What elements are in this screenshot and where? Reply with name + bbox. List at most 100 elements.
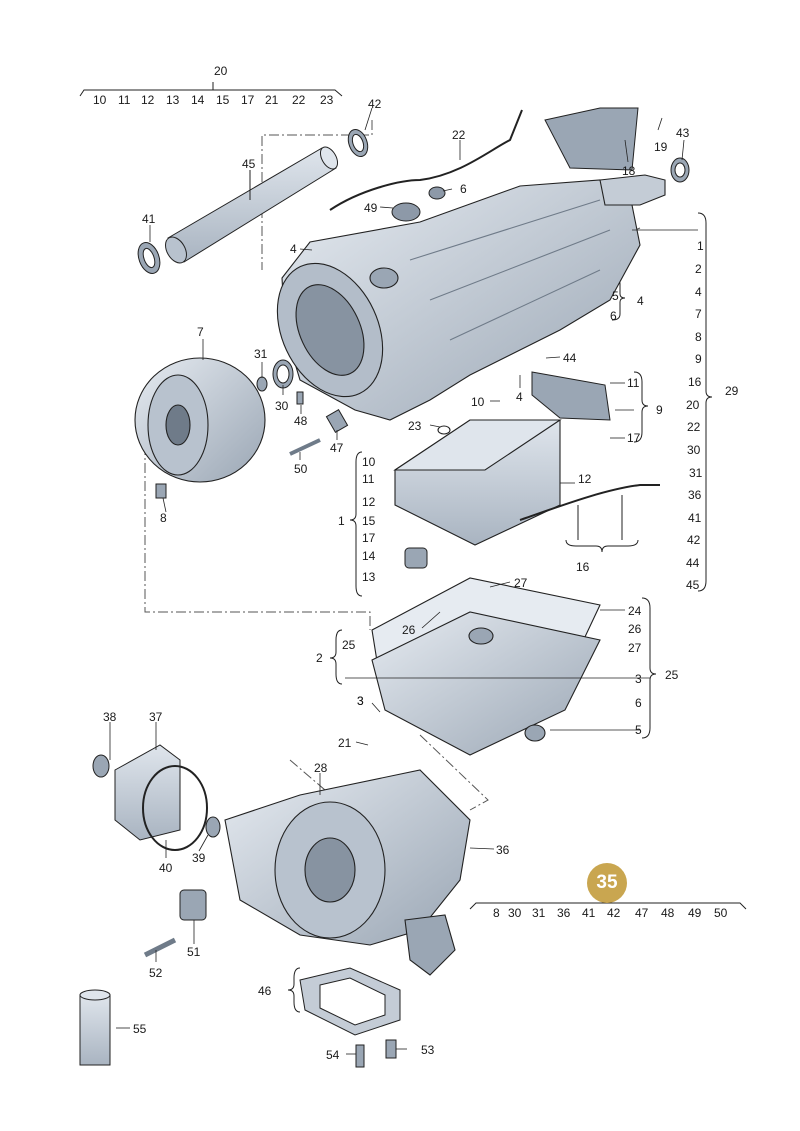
callout-label: 43 [676,126,690,140]
small-list-9-item: 17 [627,431,641,445]
callout-label: 54 [326,1048,340,1062]
small-list-9-item: 11 [627,376,640,390]
right-list-item: 36 [688,488,702,502]
callout-label: 19 [654,140,668,154]
top-group-item: 17 [241,93,255,107]
small-list-16-item: 12 [578,472,592,486]
left-list-item: 3 [357,694,364,708]
oil-pan-list-item: 3 [635,672,642,686]
small-list-4-item: 6 [610,309,617,323]
callout-label: 52 [149,966,163,980]
bottom-group-item: 50 [714,906,728,920]
callout-label: 55 [133,1022,147,1036]
right-list-item: 2 [695,262,702,276]
bottom-group-item: 30 [508,906,522,920]
right-list-item: 30 [687,443,701,457]
callout-label: 37 [149,710,163,724]
callout-label: 28 [314,761,328,775]
small-list-46-title: 46 [258,984,272,998]
callout-label: 18 [622,164,636,178]
callout-label: 49 [364,201,378,215]
callout-label: 10 [471,395,485,409]
top-group-item: 14 [191,93,205,107]
valve-body-item: 13 [362,570,376,584]
oil-pan-list-item: 24 [628,604,642,618]
top-group-item: 10 [93,93,107,107]
right-list-item: 44 [686,556,700,570]
top-group-item: 13 [166,93,180,107]
bottom-group-item: 31 [532,906,546,920]
oil-pan-list-item: 5 [635,723,642,737]
bottom-group-item: 49 [688,906,702,920]
oil-pan-list-item: 27 [628,641,642,655]
callout-label: 6 [460,182,467,196]
callout-label: 26 [402,623,416,637]
right-list-item: 42 [687,533,701,547]
callout-label: 7 [197,325,204,339]
valve-body-list-title: 1 [338,514,345,528]
left-list-item: 25 [342,638,356,652]
small-list-9-title: 9 [656,403,663,417]
callout-label: 42 [368,97,382,111]
bottom-group-item: 42 [607,906,621,920]
callout-label: 31 [254,347,268,361]
top-group-item: 15 [216,93,230,107]
callout-label: 51 [187,945,201,959]
valve-body-item: 14 [362,549,376,563]
valve-body-item: 15 [362,514,376,528]
diagram-number-badge: 35 [587,863,627,903]
callout-label: 22 [452,128,466,142]
bottom-group-item: 47 [635,906,649,920]
callout-label: 41 [142,212,156,226]
oil-pan-list-title: 25 [665,668,679,682]
callout-label: 40 [159,861,173,875]
right-list-item: 22 [687,420,701,434]
valve-body-item: 17 [362,531,376,545]
callout-label: 8 [160,511,167,525]
right-list-item: 31 [689,466,703,480]
callout-label: 45 [242,157,256,171]
small-list-4-title: 4 [637,294,644,308]
valve-body-item: 11 [362,472,375,486]
callout-label: 4 [290,242,297,256]
callout-label: 44 [563,351,577,365]
top-group-item: 11 [118,93,131,107]
right-list-item: 7 [695,307,702,321]
top-group-item: 22 [292,93,306,107]
callout-label: 53 [421,1043,435,1057]
right-list-item: 8 [695,330,702,344]
oil-pan-list-item: 6 [635,696,642,710]
callout-label: 23 [408,419,422,433]
top-group-item: 12 [141,93,155,107]
callout-label: 38 [103,710,117,724]
top-group-item: 23 [320,93,334,107]
top-group-item: 21 [265,93,279,107]
callout-label: 30 [275,399,289,413]
callout-label: 27 [514,576,528,590]
small-list-16-title: 16 [576,560,590,574]
right-list-item: 4 [695,285,702,299]
callout-label: 39 [192,851,206,865]
bottom-group-item: 36 [557,906,571,920]
small-list-4-item: 5 [612,289,619,303]
right-list-item: 20 [686,398,700,412]
callout-label: 3 [357,694,364,708]
top-group-title: 20 [214,64,228,78]
bottom-group-item: 8 [493,906,500,920]
right-list-item: 41 [688,511,702,525]
right-list-item: 45 [686,578,700,592]
callout-label: 21 [338,736,352,750]
callout-label: 36 [496,843,510,857]
right-list-item: 9 [695,352,702,366]
oil-pan-list-item: 26 [628,622,642,636]
valve-body-item: 12 [362,495,376,509]
valve-body-item: 10 [362,455,376,469]
callout-label: 4 [516,390,523,404]
right-list-item: 16 [688,375,702,389]
right-list-item: 1 [697,239,704,253]
callout-label: 50 [294,462,308,476]
bottom-group-item: 41 [582,906,596,920]
callout-label: 47 [330,441,344,455]
